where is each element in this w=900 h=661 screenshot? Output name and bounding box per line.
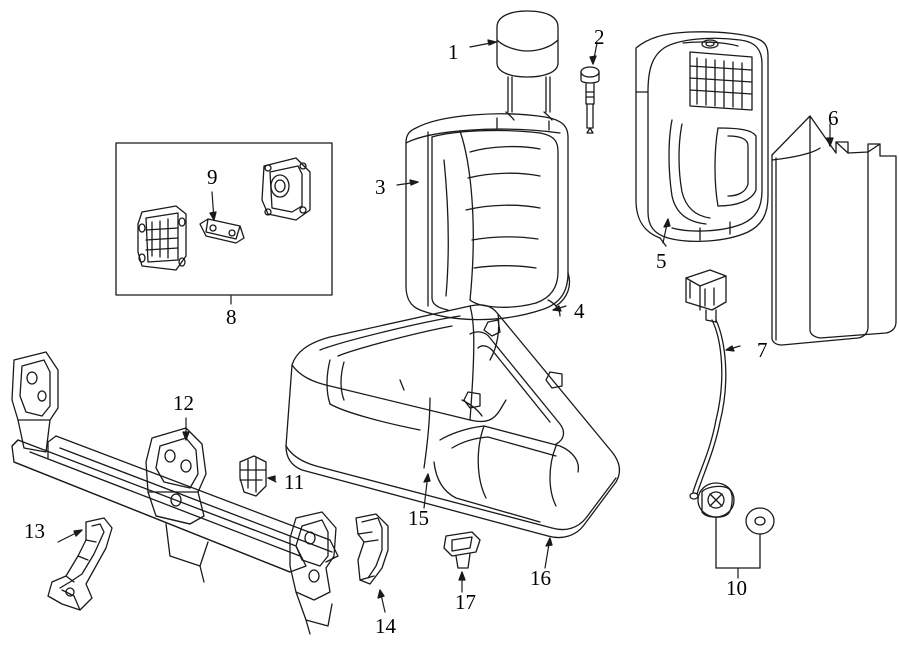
callout-2: 2 xyxy=(594,25,605,49)
part-release-cable xyxy=(685,269,741,500)
callout-5: 5 xyxy=(656,249,667,273)
callout-8: 8 xyxy=(226,305,237,329)
part-seat-cushion xyxy=(285,304,621,569)
callout-4: 4 xyxy=(574,299,585,323)
part-side-bracket xyxy=(47,517,113,611)
part-seat-back-cover xyxy=(396,113,571,321)
part-seat-back-panel xyxy=(771,115,897,346)
part-knob-cap xyxy=(697,482,775,579)
callout-7: 7 xyxy=(757,338,768,362)
callout-17: 17 xyxy=(455,590,476,614)
part-latch-assembly-box xyxy=(115,142,333,305)
callout-3: 3 xyxy=(375,175,386,199)
callout-13: 13 xyxy=(24,519,45,543)
part-bracket-small xyxy=(239,455,277,497)
callout-14: 14 xyxy=(375,614,396,638)
part-corner-bracket xyxy=(355,513,389,613)
callout-11: 11 xyxy=(284,470,305,494)
callout-10: 10 xyxy=(726,576,747,600)
callout-9: 9 xyxy=(207,165,218,189)
callout-1: 1 xyxy=(448,40,459,64)
part-guide-bolt xyxy=(580,42,600,134)
callout-16: 16 xyxy=(530,566,551,590)
part-clip xyxy=(443,531,481,593)
part-head-restraint xyxy=(469,10,559,121)
callout-15: 15 xyxy=(408,506,429,530)
callout-12: 12 xyxy=(173,391,194,415)
callout-6: 6 xyxy=(828,106,839,130)
part-seat-back-frame xyxy=(635,31,769,247)
part-seat-track-riser xyxy=(11,351,339,635)
